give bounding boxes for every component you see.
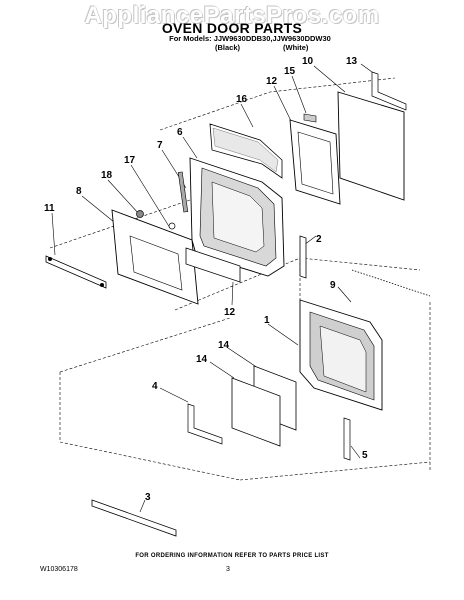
callout-17: 17 <box>124 155 136 166</box>
part-9-gasket <box>351 269 431 297</box>
part-8-outer-door-panel <box>111 209 199 305</box>
callout-2: 2 <box>316 234 322 245</box>
callout-18: 18 <box>101 170 113 181</box>
callout-7: 7 <box>157 140 163 151</box>
finish-black: (Black) <box>215 43 241 52</box>
callout-9: 9 <box>330 280 336 291</box>
callout-10: 10 <box>302 56 314 67</box>
part-3-bottom-trim <box>91 499 177 537</box>
callout-15: 15 <box>284 66 296 77</box>
part-15-clip <box>303 113 317 123</box>
callout-4: 4 <box>152 381 158 392</box>
part-13-trim-bracket <box>371 71 407 111</box>
callout-14-b: 14 <box>196 354 208 365</box>
models-line: For Models: JJW9630DDB30,JJW9630DDW30 <box>169 34 331 43</box>
finish-white: (White) <box>283 43 309 52</box>
watermark: AppliancePartsPros.com <box>84 2 380 29</box>
callout-12-upper: 12 <box>266 76 278 87</box>
part-17-screw <box>168 222 176 230</box>
callout-14-a: 14 <box>218 340 230 351</box>
part-6-inner-door-panel <box>189 157 285 277</box>
part-12-vent-panel <box>185 247 241 283</box>
ordering-note: FOR ORDERING INFORMATION REFER TO PARTS … <box>135 553 329 559</box>
callout-11: 11 <box>44 203 55 214</box>
callout-1: 1 <box>264 315 270 326</box>
part-16-door-liner <box>209 123 283 179</box>
callout-3: 3 <box>145 492 151 503</box>
callout-8: 8 <box>76 186 82 197</box>
callout-12-lower: 12 <box>224 307 236 318</box>
part-10-outer-glass <box>337 91 405 201</box>
part-12-window-frame <box>289 119 341 205</box>
part-11-door-handle <box>45 255 107 289</box>
callout-6: 6 <box>177 127 183 138</box>
part-14-inner-glass-b <box>231 377 281 447</box>
part-7-vent-strip <box>177 171 189 213</box>
callout-16: 16 <box>236 94 248 105</box>
callout-13: 13 <box>346 56 358 67</box>
callout-5: 5 <box>362 450 368 461</box>
page-title: OVEN DOOR PARTS <box>161 20 303 36</box>
page-number: 3 <box>226 566 230 573</box>
part-5-side-trim <box>343 417 351 461</box>
part-18-fastener <box>136 210 144 218</box>
part-2-hinge-bracket <box>299 235 307 279</box>
document-number: W10306178 <box>40 566 78 573</box>
part-4-hinge <box>187 403 223 445</box>
part-1-door-liner <box>299 299 383 411</box>
